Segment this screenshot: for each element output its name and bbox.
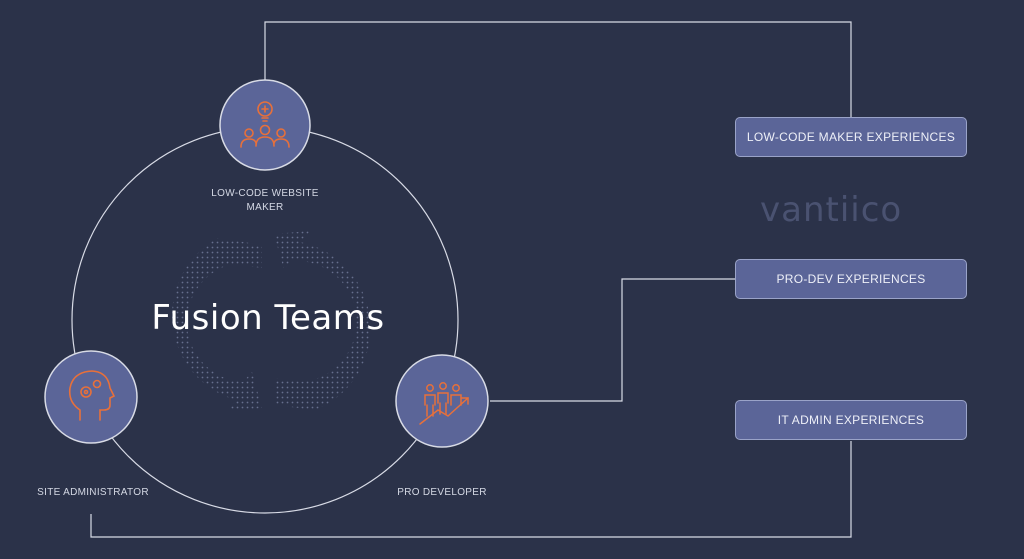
node-pro-developer [395,354,489,448]
box-low-code-maker-experiences: LOW-CODE MAKER EXPERIENCES [735,117,967,157]
team-growth-icon [419,382,469,425]
node-low-code-maker [219,79,311,171]
head-gears-icon [68,370,116,421]
label-low-code-website-maker: LOW-CODE WEBSITE MAKER [211,188,319,213]
node-site-administrator [44,350,138,444]
connector-pro-prodev [490,278,736,402]
box-it-admin-experiences: IT ADMIN EXPERIENCES [735,400,967,440]
connector-admin-itadmin [90,441,852,538]
lightbulb-team-icon [240,101,290,148]
label-pro-developer: PRO DEVELOPER [397,487,487,498]
center-title: Fusion Teams [151,298,385,338]
brand-logo-text: vantiico [760,190,903,230]
connector-maker-lowcode [264,21,852,117]
label-site-administrator: SITE ADMINISTRATOR [37,487,149,498]
cycle-arrows-icon [171,231,371,411]
box-pro-dev-experiences: PRO-DEV EXPERIENCES [735,259,967,299]
